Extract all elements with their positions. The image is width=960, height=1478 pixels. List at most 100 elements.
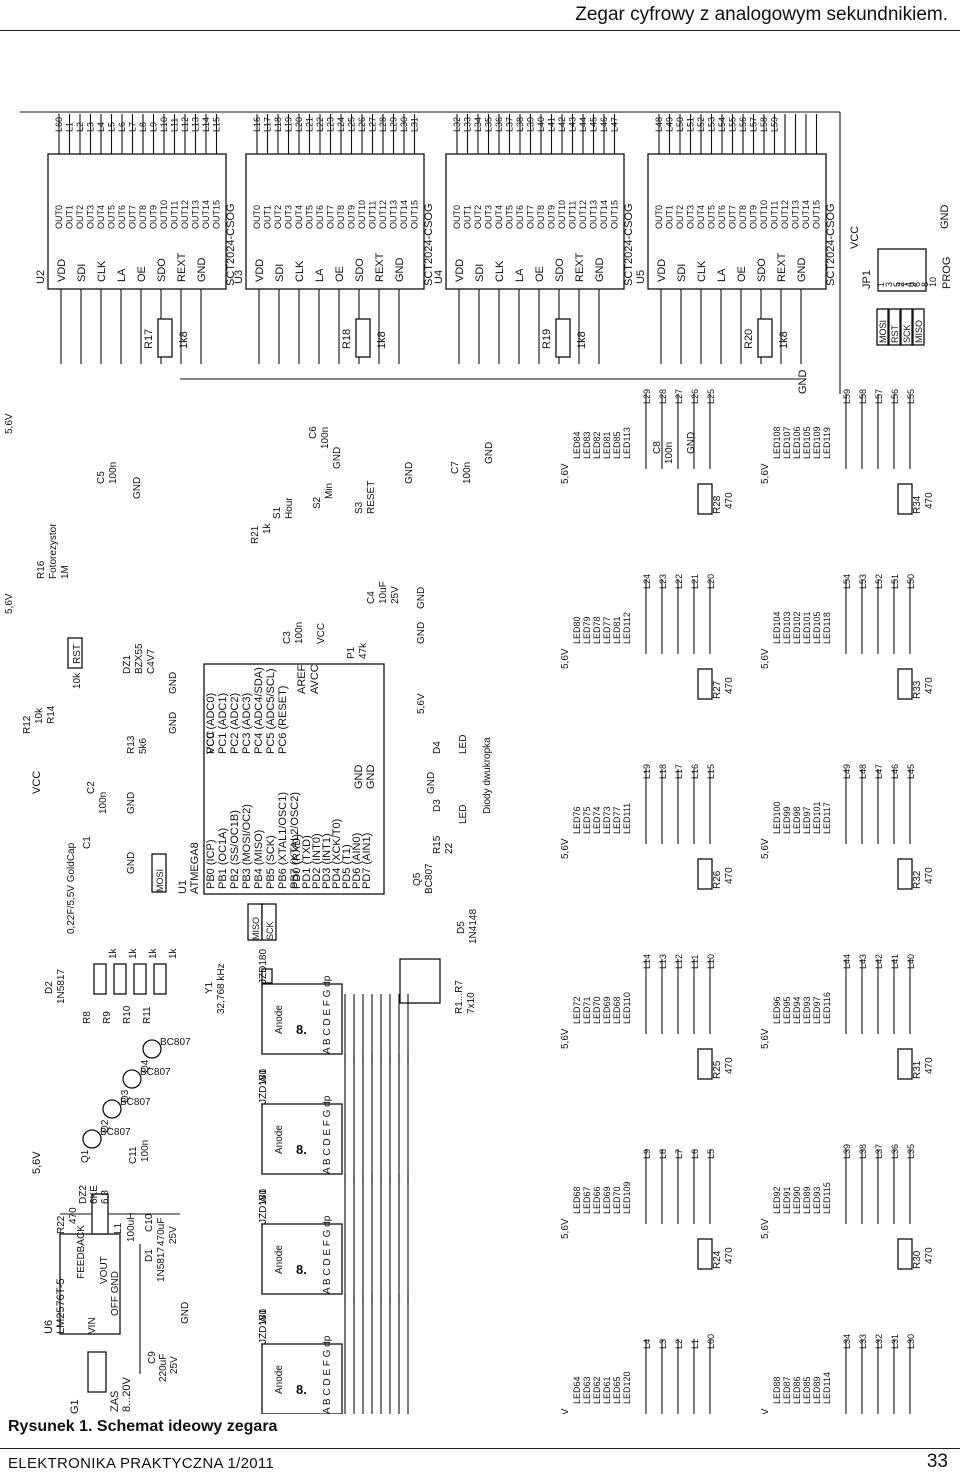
c8-ref: C8 <box>652 441 663 454</box>
gnd-label: GND <box>168 712 179 734</box>
led-lamp-label: L27 <box>674 389 684 404</box>
gnd-label: GND <box>168 672 179 694</box>
driver-lamp-label: L41 <box>547 117 557 132</box>
led-label: LED65 <box>612 1376 622 1404</box>
led-group-supply: 5,6V <box>760 463 771 484</box>
driver-out-label: OUT11 <box>368 201 378 229</box>
supply-5v6-label: 5,6V <box>31 1151 43 1174</box>
driver-ref: U2 <box>35 270 47 284</box>
driver-out-label: OUT1 <box>665 205 675 229</box>
mcu-pin-label: PB1 (OC1A) <box>217 828 229 889</box>
led-lamp-label: L14 <box>642 954 652 969</box>
y1-value: 32,768 kHz <box>216 963 227 1014</box>
led-group-supply: 5,6V <box>560 648 571 669</box>
driver-pin-label: REXT <box>176 252 188 282</box>
driver-lamp-label: L39 <box>526 117 536 132</box>
r22-value: 470 <box>68 1207 79 1224</box>
s3-label: RESET <box>366 481 377 514</box>
mcu-pin-label: PC2 (ADC2) <box>229 693 241 754</box>
gnd-label: GND <box>426 772 437 794</box>
driver-lamp-label: L49 <box>665 117 675 132</box>
led-lamp-label: L35 <box>906 1144 916 1159</box>
driver-pin-label: LA <box>716 268 728 282</box>
driver-part-label: SCT2024-CSOG <box>225 203 237 286</box>
driver-pin-label: SDO <box>354 258 366 282</box>
led-lamp-label: L36 <box>890 1144 900 1159</box>
led-label: LED81 <box>602 431 612 459</box>
driver-lamp-label: L60 <box>54 117 64 132</box>
dz2-value: 6,8 <box>100 1190 111 1204</box>
page-number: 33 <box>926 1451 948 1472</box>
led-label: LED109 <box>622 1181 632 1214</box>
display-part-label: JZD180 <box>258 1189 269 1224</box>
base-resistor-ref: R10 <box>122 1005 133 1024</box>
display-anode-label: Anode <box>274 1005 285 1034</box>
mcu-pin-label: PD3 (INT1) <box>321 833 333 889</box>
transistor-symbol <box>142 1039 162 1059</box>
base-resistor-value: 1k <box>108 947 119 959</box>
rext-resistor <box>157 318 173 358</box>
led-label: LED72 <box>572 996 582 1024</box>
mcu-pin-label: PD6 (AIN0) <box>351 833 363 889</box>
led-label: LED76 <box>572 806 582 834</box>
driver-lamp-label: L43 <box>568 117 578 132</box>
driver-lamp-label: L38 <box>515 117 525 132</box>
driver-part-label: SCT2024-CSOG <box>825 203 837 286</box>
driver-lamp-label: L34 <box>473 117 483 132</box>
driver-out-label: OUT9 <box>547 205 557 229</box>
display-ref-label: W1 <box>258 1069 269 1084</box>
led-lamp-label: L60 <box>706 1334 716 1349</box>
led-group-resistor <box>897 668 913 700</box>
led-lamp-label: L1 <box>690 1339 700 1349</box>
led-label: LED91 <box>782 1186 792 1214</box>
rext-value: 1k8 <box>778 331 790 349</box>
led-label: LED67 <box>582 1186 592 1214</box>
transistor-part: BC807 <box>160 1037 191 1048</box>
rext-resistor <box>757 318 773 358</box>
led-lamp-label: L42 <box>874 954 884 969</box>
mcu-pin-label: PD0 (RXD) <box>291 834 303 889</box>
c11-value: 100n <box>140 1140 151 1162</box>
led-lamp-label: L31 <box>890 1334 900 1349</box>
led-lamp-label: L33 <box>858 1334 868 1349</box>
led-lamp-label: L44 <box>842 954 852 969</box>
gnd-label: GND <box>126 852 137 874</box>
driver-out-label: OUT7 <box>128 205 138 229</box>
c4-ref: C4 <box>366 591 377 604</box>
driver-pin-label: SDO <box>554 258 566 282</box>
transistor-ref: Q1 <box>80 1149 91 1163</box>
r14-ref: R14 <box>46 705 57 724</box>
gnd-label: GND <box>132 477 143 499</box>
driver-out-label: OUT4 <box>96 205 106 229</box>
c9-ref: C9 <box>147 1351 158 1364</box>
led-label: LED70 <box>612 1186 622 1214</box>
led-lamp-label: L47 <box>874 764 884 779</box>
jp1-pin-number: 8 <box>920 282 930 287</box>
rext-ref: R17 <box>143 329 155 349</box>
segment-resistors-value: 7x10 <box>466 992 477 1014</box>
driver-out-label: OUT2 <box>75 205 85 229</box>
dz2-ref: DZ2 <box>78 1185 89 1204</box>
driver-lamp-label: L52 <box>696 117 706 132</box>
display-part-label: JZD180 <box>258 949 269 984</box>
driver-pin-label: SDO <box>756 258 768 282</box>
driver-lamp-label: L24 <box>336 117 346 132</box>
jp1-pin-number: 4 <box>904 282 914 287</box>
driver-out-label: OUT14 <box>201 200 211 229</box>
driver-pin-label: SDI <box>676 264 688 282</box>
driver-out-label: OUT4 <box>494 205 504 229</box>
led-label: LED113 <box>622 427 632 459</box>
led-label: LED99 <box>782 806 792 834</box>
c2-ref: C2 <box>86 781 97 794</box>
led-label: LED114 <box>822 1372 832 1404</box>
led-label: LED <box>458 805 469 824</box>
r16-value: 1M <box>60 565 71 579</box>
driver-out-label: OUT13 <box>389 200 399 229</box>
led-label: LED77 <box>602 616 612 644</box>
driver-out-label: OUT6 <box>717 205 727 229</box>
driver-out-label: OUT5 <box>305 205 315 229</box>
driver-out-label: OUT6 <box>315 205 325 229</box>
